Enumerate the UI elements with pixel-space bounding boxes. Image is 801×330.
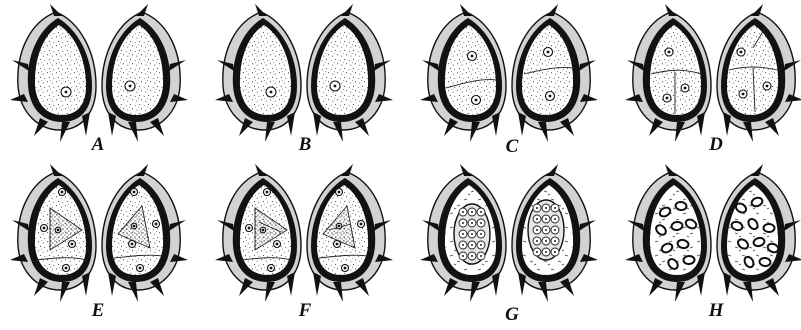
sporangium-right-lobe bbox=[512, 4, 598, 142]
sporangium-right-lobe bbox=[717, 164, 801, 302]
panel-label-b: B bbox=[298, 134, 312, 155]
panel-label-a: A bbox=[91, 134, 105, 155]
sporangium-panel-f bbox=[215, 164, 393, 302]
panel-label-f: F bbox=[298, 300, 312, 321]
sporangium-panel-h bbox=[625, 164, 801, 302]
sporangium-panel-d bbox=[625, 4, 801, 142]
cell-contents bbox=[454, 200, 564, 264]
sporangium-left-lobe bbox=[10, 4, 96, 142]
panel-label-g: G bbox=[505, 304, 519, 325]
sporangium-right-lobe bbox=[717, 4, 801, 142]
panel-label-h: H bbox=[708, 300, 725, 321]
panel-label-c: C bbox=[506, 136, 519, 157]
sporangium-right-lobe bbox=[307, 4, 393, 142]
sporangium-panel-g bbox=[420, 164, 598, 302]
sporangium-panel-c bbox=[420, 4, 598, 142]
sporangium-panel-b bbox=[215, 4, 393, 142]
panel-label-e: E bbox=[91, 300, 105, 321]
sporangium-left-lobe bbox=[215, 4, 301, 142]
sporangium-panel-e bbox=[10, 164, 188, 302]
sporangium-panel-a bbox=[10, 4, 188, 142]
sporangium-right-lobe bbox=[102, 4, 188, 142]
panel-label-d: D bbox=[708, 134, 723, 155]
sporangium-left-lobe bbox=[420, 4, 506, 142]
sporangium-left-lobe bbox=[625, 164, 711, 302]
